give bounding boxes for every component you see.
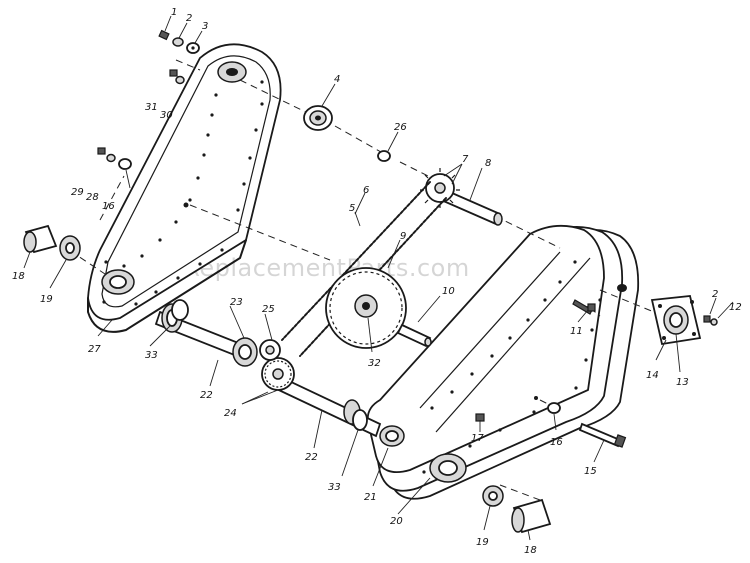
- callout-17: 17: [471, 433, 484, 444]
- callout-10: 10: [442, 286, 455, 297]
- small-sprockets: [259, 339, 295, 391]
- callout-25: 25: [262, 304, 275, 315]
- hardware-parts: [23, 29, 718, 534]
- callout-19-left: 19: [40, 294, 53, 305]
- callout-3: 3: [202, 21, 208, 32]
- callout-22-upper: 22: [200, 390, 213, 401]
- callout-9: 9: [400, 231, 406, 242]
- callout-7: 7: [462, 154, 469, 165]
- upper-shaft-assembly: [420, 168, 503, 226]
- callout-labels: 1 2 3 4 31 30 26 7 8 29 28 16 6 5 9 18 1…: [12, 7, 742, 556]
- right-chain-case: [366, 224, 640, 500]
- callout-21: 21: [364, 492, 377, 503]
- callout-19-right: 19: [476, 537, 489, 548]
- callout-33-right: 33: [328, 482, 341, 493]
- callout-5: 5: [349, 203, 355, 214]
- callout-2: 2: [186, 13, 192, 24]
- upper-sprocket: [420, 168, 460, 208]
- watermark: eReplacementParts.com: [168, 254, 470, 282]
- callout-28: 28: [86, 192, 99, 203]
- callout-26: 26: [394, 122, 407, 133]
- callout-33-left: 33: [145, 350, 158, 361]
- callout-24: 24: [224, 408, 237, 419]
- callout-1: 1: [171, 7, 177, 18]
- callout-15: 15: [584, 466, 597, 477]
- callout-4: 4: [334, 74, 340, 85]
- callout-20: 20: [390, 516, 403, 527]
- callout-18-left: 18: [12, 271, 25, 282]
- callout-31: 31: [145, 102, 158, 113]
- callout-32: 32: [368, 358, 381, 369]
- callout-30: 30: [160, 110, 173, 121]
- callout-11: 11: [570, 326, 583, 337]
- callout-6: 6: [363, 185, 369, 196]
- callout-14: 14: [646, 370, 659, 381]
- callout-23: 23: [230, 297, 243, 308]
- callout-13: 13: [676, 377, 689, 388]
- large-sprocket: [325, 267, 407, 349]
- leader-lines: [23, 15, 734, 541]
- callout-18-right: 18: [524, 545, 537, 556]
- callout-16-right: 16: [550, 437, 563, 448]
- callout-2-right: 2: [712, 289, 718, 300]
- callout-8: 8: [485, 158, 491, 169]
- callout-27: 27: [88, 344, 101, 355]
- callout-29: 29: [71, 187, 84, 198]
- left-chain-case: [87, 43, 282, 333]
- callout-22-lower: 22: [305, 452, 318, 463]
- callout-12: 12: [729, 302, 742, 313]
- callout-16-left: 16: [102, 201, 115, 212]
